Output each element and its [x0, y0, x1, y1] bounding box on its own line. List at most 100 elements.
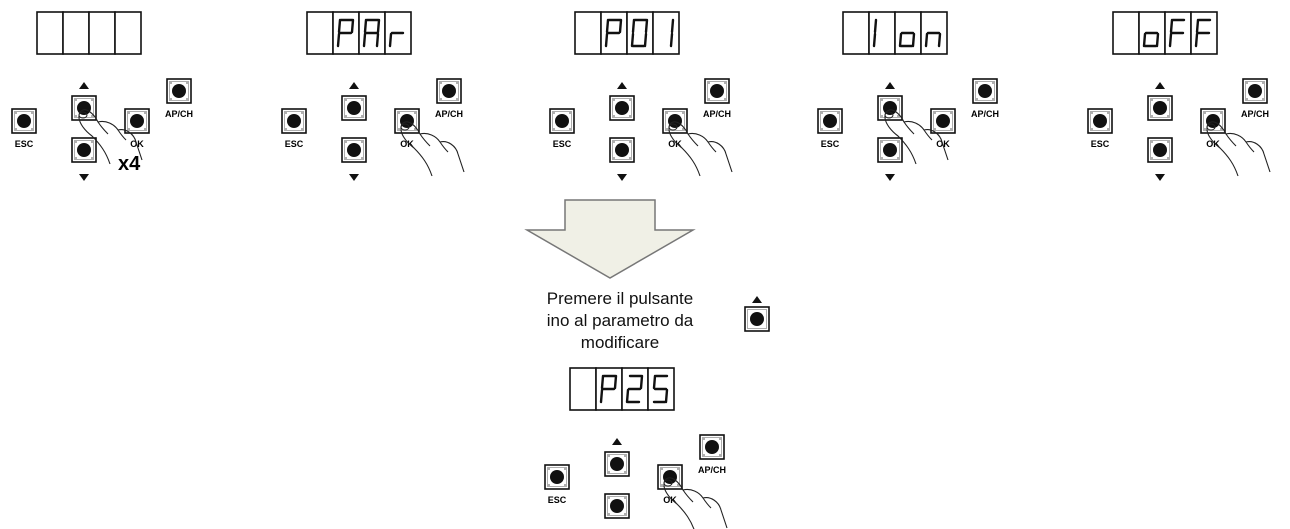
procedure-step: ESC OK AP/CH	[281, 11, 465, 181]
ok-label: OK	[400, 139, 414, 149]
down-arrow-icon	[617, 174, 627, 181]
ok-label: OK	[1206, 139, 1220, 149]
esc-key: ESC	[544, 464, 570, 505]
pressing-hand-icon	[884, 109, 949, 165]
esc-key: ESC	[817, 108, 843, 149]
display-character	[872, 18, 878, 48]
ok-key: OK	[394, 108, 420, 149]
apch-label: AP/CH	[703, 109, 731, 119]
display-character	[604, 18, 623, 48]
down-key	[609, 137, 635, 163]
esc-key: ESC	[1087, 108, 1113, 149]
ok-label: OK	[130, 139, 144, 149]
ok-key: OK	[1200, 108, 1226, 149]
down-arrow-icon	[885, 174, 895, 181]
display-character	[362, 18, 381, 48]
up-arrow-icon	[1155, 82, 1165, 89]
up-key	[341, 95, 367, 121]
procedure-step: ESC OK AP/CH	[549, 11, 733, 181]
apch-label: AP/CH	[165, 109, 193, 119]
display-character	[1194, 18, 1212, 48]
down-key	[877, 137, 903, 163]
apch-label: AP/CH	[1241, 109, 1269, 119]
display-character	[388, 31, 405, 48]
apch-label: AP/CH	[698, 465, 726, 475]
lcd-display	[842, 11, 948, 55]
display-character	[652, 374, 669, 404]
up-key	[744, 306, 770, 332]
esc-key: ESC	[281, 108, 307, 149]
instruction-line: modificare	[580, 333, 660, 352]
lcd-display	[306, 11, 412, 55]
pressing-hand-icon	[663, 477, 728, 529]
up-arrow-icon	[752, 296, 762, 303]
lcd-display	[1112, 11, 1218, 55]
esc-label: ESC	[1091, 139, 1110, 149]
ok-key: OK	[930, 108, 956, 149]
ok-key: OK	[657, 464, 683, 505]
pressing-hand-icon	[78, 109, 143, 165]
apch-key: AP/CH	[703, 78, 731, 119]
display-character	[625, 374, 644, 404]
lcd-display	[569, 367, 675, 411]
procedure-step: ESC OK AP/CH	[1087, 11, 1271, 181]
down-arrow-icon	[1155, 174, 1165, 181]
up-key	[609, 95, 635, 121]
up-arrow-icon	[885, 82, 895, 89]
up-key	[1147, 95, 1173, 121]
pressing-hand-icon	[1206, 121, 1271, 177]
down-arrow	[524, 199, 696, 279]
ok-key: OK	[124, 108, 150, 149]
down-arrow-icon	[349, 174, 359, 181]
instruction-text: Premere il pulsante ino al parametro da …	[515, 288, 725, 354]
ok-label: OK	[668, 139, 682, 149]
apch-key: AP/CH	[971, 78, 999, 119]
display-character	[599, 374, 618, 404]
down-arrow-icon	[79, 174, 89, 181]
lcd-display	[36, 11, 142, 55]
display-character	[924, 31, 942, 48]
instruction-line: ino al parametro da	[546, 311, 694, 330]
esc-label: ESC	[553, 139, 572, 149]
apch-label: AP/CH	[971, 109, 999, 119]
lcd-display	[574, 11, 680, 55]
pressing-hand-icon	[668, 121, 733, 177]
display-character	[669, 18, 675, 48]
down-key	[71, 137, 97, 163]
apch-key: AP/CH	[698, 434, 726, 475]
ok-key: OK	[662, 108, 688, 149]
down-key	[1147, 137, 1173, 163]
repeat-count: x4	[118, 153, 141, 175]
display-character	[630, 18, 649, 48]
esc-key: ESC	[11, 108, 37, 149]
procedure-step: ESC OK AP/CH	[817, 11, 999, 181]
up-key-icon	[744, 296, 770, 332]
apch-key: AP/CH	[165, 78, 193, 119]
esc-label: ESC	[285, 139, 304, 149]
up-arrow-icon	[79, 82, 89, 89]
pressing-hand-icon	[400, 121, 465, 177]
esc-label: ESC	[821, 139, 840, 149]
up-key	[877, 95, 903, 121]
apch-key: AP/CH	[435, 78, 463, 119]
esc-key: ESC	[549, 108, 575, 149]
down-key	[604, 493, 630, 519]
ok-label: OK	[936, 139, 950, 149]
display-character	[1142, 31, 1160, 48]
up-arrow-icon	[349, 82, 359, 89]
up-key	[604, 451, 630, 477]
esc-label: ESC	[15, 139, 34, 149]
up-key	[71, 95, 97, 121]
instruction-line: Premere il pulsante	[546, 289, 694, 308]
apch-key: AP/CH	[1241, 78, 1269, 119]
up-arrow-icon	[617, 82, 627, 89]
display-character	[1168, 18, 1186, 48]
esc-label: ESC	[548, 495, 567, 505]
up-arrow-icon	[612, 438, 622, 445]
procedure-step: ESC OK AP/CH x4	[11, 11, 193, 181]
down-key	[341, 137, 367, 163]
apch-label: AP/CH	[435, 109, 463, 119]
display-character	[898, 31, 916, 48]
